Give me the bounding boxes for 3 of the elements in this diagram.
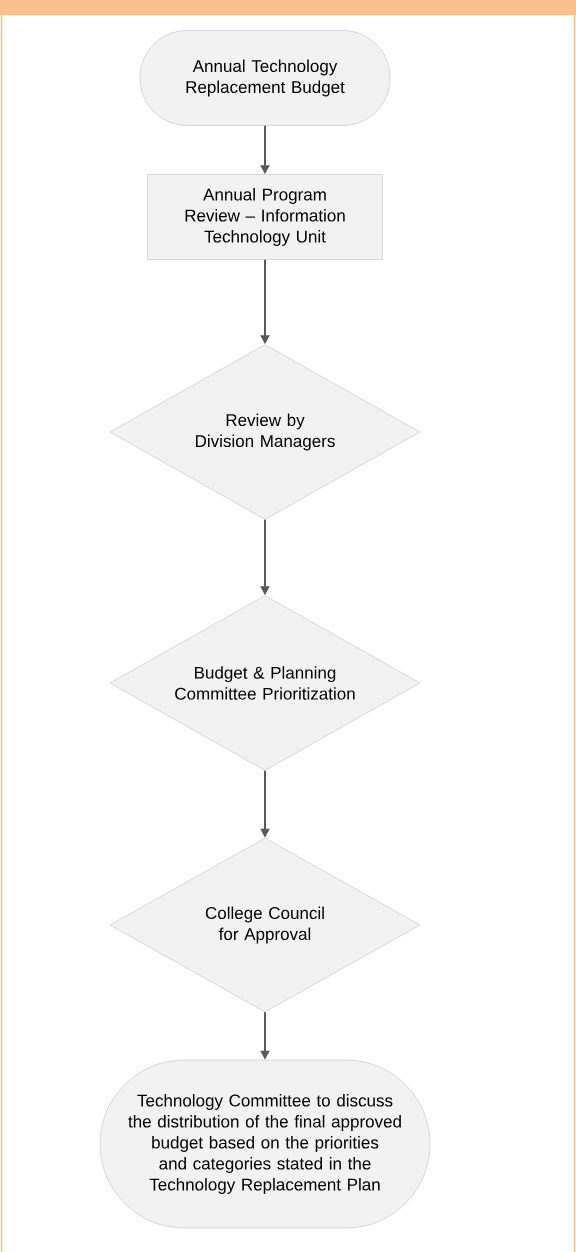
terminal-box: Annual Technology Replacement Budget xyxy=(139,30,391,126)
terminal-box: Technology Committee to discuss the distribution of the final approved budget based on the priorities and categories stated in the Technology Replacement Plan xyxy=(99,1059,431,1229)
process-box: Annual Program Review – Information Technology Unit xyxy=(147,174,383,260)
